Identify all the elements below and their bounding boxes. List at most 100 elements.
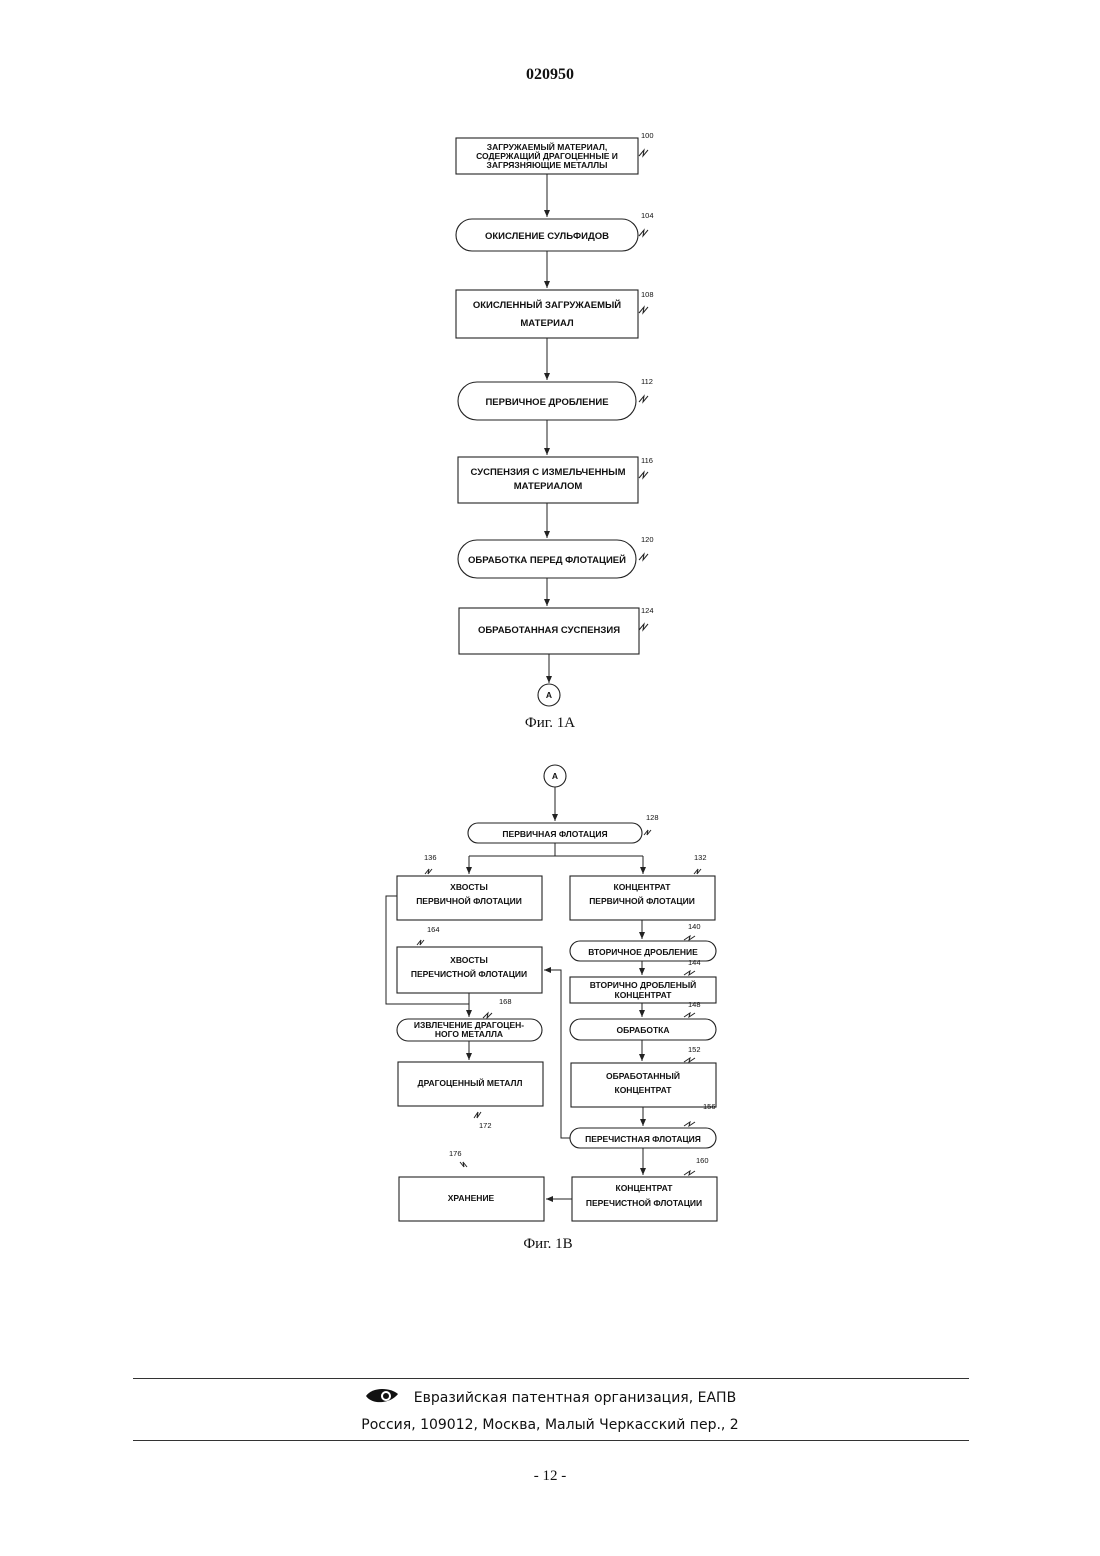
- leader-squiggle: [644, 830, 651, 835]
- leader-squiggle: [639, 230, 648, 236]
- feedback-arrow: [544, 970, 570, 1138]
- node-feed-material-line-3: ЗАГРЯЗНЯЮЩИЕ МЕТАЛЛЫ: [487, 160, 608, 170]
- leader-squiggle: [639, 150, 648, 156]
- leader-squiggle: [639, 624, 648, 630]
- leader-squiggle: [639, 396, 648, 402]
- node-treated-concentrate-line-1: ОБРАБОТАННЫЙ: [606, 1070, 680, 1081]
- ref-number: 104: [641, 211, 654, 220]
- node-cleaner-flotation-concentrate: КОНЦЕНТРАТ ПЕРЕЧИСТНОЙ ФЛОТАЦИИ 160: [572, 1156, 717, 1221]
- ref-number: 164: [427, 925, 440, 934]
- node-feed-material: ЗАГРУЖАЕМЫЙ МАТЕРИАЛ, СОДЕРЖАЩИЙ ДРАГОЦЕ…: [456, 131, 654, 174]
- ref-number: 144: [688, 958, 701, 967]
- connector-a-out: А: [538, 684, 560, 706]
- node-secondary-grinding: ВТОРИЧНОЕ ДРОБЛЕНИЕ 140: [570, 922, 716, 961]
- node-sulfide-oxidation: ОКИСЛЕНИЕ СУЛЬФИДОВ 104: [456, 211, 654, 251]
- ref-number: 160: [696, 1156, 709, 1165]
- connector-label: А: [546, 690, 552, 700]
- node-ground-slurry-line-2: МАТЕРИАЛОМ: [514, 481, 583, 492]
- node-treated-concentrate-line-2: КОНЦЕНТРАТ: [615, 1085, 673, 1095]
- node-cleaner-flotation-concentrate-line-1: КОНЦЕНТРАТ: [616, 1183, 674, 1193]
- node-sulfide-oxidation-label: ОКИСЛЕНИЕ СУЛЬФИДОВ: [485, 231, 609, 242]
- ref-number: 116: [641, 456, 653, 465]
- node-oxidized-feed: ОКИСЛЕННЫЙ ЗАГРУЖАЕМЫЙ МАТЕРИАЛ 108: [456, 290, 654, 338]
- connector-label: А: [552, 771, 558, 781]
- footer-address: Россия, 109012, Москва, Малый Черкасский…: [0, 1417, 1100, 1433]
- node-storage: ХРАНЕНИЕ 176: [399, 1149, 544, 1221]
- node-cleaner-flotation-tails: ХВОСТЫ ПЕРЕЧИСТНОЙ ФЛОТАЦИИ 164: [397, 925, 542, 993]
- node-primary-flotation-concentrate-line-2: ПЕРВИЧНОЙ ФЛОТАЦИИ: [589, 895, 695, 906]
- figure-caption-1b: Фиг. 1В: [523, 1236, 572, 1252]
- ref-number: 140: [688, 922, 701, 931]
- node-precious-metal-recovery-line-2: НОГО МЕТАЛЛА: [435, 1029, 503, 1039]
- figure-1b: А ПЕРВИЧНАЯ ФЛОТАЦИЯ 128 ХВОСТЫ ПЕРВИЧНО…: [386, 765, 717, 1252]
- leader-squiggle: [684, 1122, 695, 1126]
- ref-number: 136: [424, 853, 437, 862]
- ref-number: 148: [688, 1000, 701, 1009]
- node-ground-slurry: СУСПЕНЗИЯ С ИЗМЕЛЬЧЕННЫМ МАТЕРИАЛОМ 116: [458, 456, 653, 503]
- node-treated-slurry: ОБРАБОТАННАЯ СУСПЕНЗИЯ 124: [459, 606, 654, 654]
- ref-number: 176: [449, 1149, 462, 1158]
- flowchart-figures: ЗАГРУЖАЕМЫЙ МАТЕРИАЛ, СОДЕРЖАЩИЙ ДРАГОЦЕ…: [0, 0, 1100, 1300]
- footer-organization-name: Евразийская патентная организация, ЕАПВ: [414, 1390, 736, 1406]
- ref-number: 152: [688, 1045, 701, 1054]
- node-pre-flotation-treatment-label: ОБРАБОТКА ПЕРЕД ФЛОТАЦИЕЙ: [468, 554, 626, 566]
- node-cleaner-flotation-concentrate-line-2: ПЕРЕЧИСТНОЙ ФЛОТАЦИИ: [586, 1197, 702, 1208]
- leader-squiggle: [460, 1162, 467, 1167]
- ref-number: 156: [703, 1102, 716, 1111]
- ref-number: 108: [641, 290, 654, 299]
- eapo-logo-icon: [364, 1386, 400, 1410]
- node-secondary-grinding-label: ВТОРИЧНОЕ ДРОБЛЕНИЕ: [588, 947, 698, 957]
- leader-squiggle: [694, 869, 701, 874]
- footer-rule-bottom: [133, 1440, 969, 1441]
- node-treatment: ОБРАБОТКА 148: [570, 1000, 716, 1040]
- ref-number: 132: [694, 853, 707, 862]
- node-pre-flotation-treatment: ОБРАБОТКА ПЕРЕД ФЛОТАЦИЕЙ 120: [458, 535, 654, 578]
- leader-squiggle: [684, 1013, 695, 1017]
- figure-1a: ЗАГРУЖАЕМЫЙ МАТЕРИАЛ, СОДЕРЖАЩИЙ ДРАГОЦЕ…: [456, 131, 654, 731]
- footer-organization: Евразийская патентная организация, ЕАПВ: [0, 1386, 1100, 1410]
- page-number: - 12 -: [0, 1468, 1100, 1485]
- node-primary-flotation-label: ПЕРВИЧНАЯ ФЛОТАЦИЯ: [502, 829, 607, 839]
- node-primary-flotation-tails-line-1: ХВОСТЫ: [450, 882, 488, 892]
- leader-squiggle: [417, 940, 424, 945]
- leader-squiggle: [474, 1112, 481, 1118]
- node-primary-flotation-tails-line-2: ПЕРВИЧНОЙ ФЛОТАЦИИ: [416, 895, 522, 906]
- node-cleaner-flotation-tails-line-1: ХВОСТЫ: [450, 955, 488, 965]
- node-secondary-ground-concentrate-line-2: КОНЦЕНТРАТ: [615, 990, 673, 1000]
- leader-squiggle: [684, 1171, 695, 1175]
- node-primary-grinding-label: ПЕРВИЧНОЕ ДРОБЛЕНИЕ: [485, 397, 608, 408]
- node-secondary-ground-concentrate-line-1: ВТОРИЧНО ДРОБЛЕНЫЙ: [590, 979, 697, 990]
- node-oxidized-feed-line-1: ОКИСЛЕННЫЙ ЗАГРУЖАЕМЫЙ: [473, 299, 621, 311]
- node-precious-metal: ДРАГОЦЕННЫЙ МЕТАЛЛ 172: [398, 1062, 543, 1130]
- leader-squiggle: [684, 1058, 695, 1062]
- node-treated-concentrate: ОБРАБОТАННЫЙ КОНЦЕНТРАТ 152: [571, 1045, 716, 1107]
- node-treatment-label: ОБРАБОТКА: [616, 1025, 669, 1035]
- node-primary-grinding: ПЕРВИЧНОЕ ДРОБЛЕНИЕ 112: [458, 377, 653, 420]
- leader-squiggle: [425, 869, 432, 874]
- node-primary-flotation: ПЕРВИЧНАЯ ФЛОТАЦИЯ 128: [468, 813, 659, 843]
- leader-squiggle: [684, 971, 695, 975]
- node-treated-slurry-label: ОБРАБОТАННАЯ СУСПЕНЗИЯ: [478, 625, 620, 636]
- leader-squiggle: [639, 554, 648, 560]
- ref-number: 128: [646, 813, 659, 822]
- ref-number: 100: [641, 131, 654, 140]
- ref-number: 112: [641, 377, 653, 386]
- leader-squiggle: [483, 1013, 492, 1018]
- node-cleaner-flotation-tails-line-2: ПЕРЕЧИСТНОЙ ФЛОТАЦИИ: [411, 968, 527, 979]
- node-ground-slurry-line-1: СУСПЕНЗИЯ С ИЗМЕЛЬЧЕННЫМ: [470, 467, 625, 478]
- ref-number: 120: [641, 535, 654, 544]
- node-primary-flotation-concentrate-line-1: КОНЦЕНТРАТ: [614, 882, 672, 892]
- node-cleaner-flotation-label: ПЕРЕЧИСТНАЯ ФЛОТАЦИЯ: [585, 1134, 701, 1144]
- leader-squiggle: [684, 936, 695, 940]
- node-secondary-ground-concentrate: ВТОРИЧНО ДРОБЛЕНЫЙ КОНЦЕНТРАТ 144: [570, 958, 716, 1003]
- connector-a-in: А: [544, 765, 566, 787]
- leader-squiggle: [639, 307, 648, 313]
- node-oxidized-feed-line-2: МАТЕРИАЛ: [520, 318, 574, 329]
- leader-squiggle: [639, 472, 648, 478]
- figure-caption-1a: Фиг. 1А: [525, 715, 575, 731]
- node-precious-metal-label: ДРАГОЦЕННЫЙ МЕТАЛЛ: [418, 1077, 523, 1088]
- ref-number: 168: [499, 997, 512, 1006]
- ref-number: 124: [641, 606, 654, 615]
- footer-rule-top: [133, 1378, 969, 1379]
